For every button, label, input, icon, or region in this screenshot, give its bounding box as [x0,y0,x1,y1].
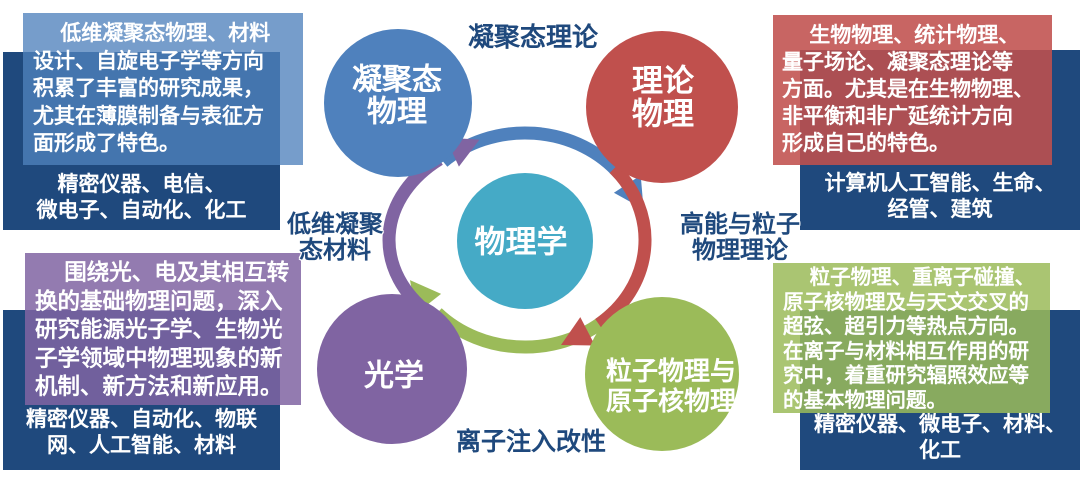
paragraph-line: 换的基础物理问题，深入 [35,288,283,314]
ring-label-line: 高能与粒子 [680,211,800,238]
fields-line: 计算机人工智能、生命、 [824,172,1056,195]
node-theoretical-physics-circle [586,31,738,183]
paragraph-line: 子学领域中物理现象的新 [35,345,283,371]
center-physics-label: 物理学 [475,225,568,260]
paragraph-line: 生物物理、统计物理、 [809,24,1020,47]
fields-line: 精密仪器、电信、 [57,173,226,196]
paragraph-line: 量子场论、凝聚态理论等 [782,51,1013,74]
paragraph-line: 围绕光、电及其相互转 [64,260,290,285]
fields-line: 微电子、自动化、化工 [36,199,247,222]
node-condensed-matter-physics-circle [324,29,472,177]
paragraph-line: 低维凝聚态物理、材料 [60,22,271,45]
paragraph-line: 超弦、超引力等热点方向。 [783,315,1029,338]
panel-theoretical-fields: 计算机人工智能、生命、 经管、建筑 [800,171,1080,230]
paragraph-line: 方面。尤其是在生物物理、 [782,78,1034,101]
center-physics-circle [457,173,593,309]
ring-label-ion-implantation: 离子注入改性 [455,428,606,456]
fields-line: 经管、建筑 [887,198,993,221]
ring-label-line: 物理理论 [692,237,788,264]
flow-arrow-optics-to-condensed [382,153,443,319]
node-particle-nuclear-physics-circle [585,297,739,451]
paragraph-line: 究中，着重研究辐照效应等 [783,364,1029,387]
ring-label-line: 态材料 [299,237,371,264]
ring-label-line: 低维凝聚 [287,211,383,238]
paragraph-line: 机制、新方法和新应用。 [35,374,283,399]
paragraph-line: 的基本物理问题。 [783,388,947,412]
flow-arrow-theoretical-to-particle [595,163,652,330]
fields-line: 精密仪器、微电子、材料、 [814,413,1066,436]
node-theoretical-physics-label: 理论物理 [632,64,695,132]
panel-condensed-matter-description-box: 低维凝聚态物理、材料 设计、自旋电子学等方向 积累了丰富的研究成果， 尤其在薄膜… [23,13,303,165]
ring-label-low-dim-condensed-materials: 低维凝聚 态材料 [255,212,415,264]
panel-theoretical-paragraph: 生物物理、统计物理、 量子场论、凝聚态理论等 方面。尤其是在生物物理、 非平衡和… [773,15,1052,164]
fields-line: 化工 [919,439,961,462]
panel-optics-paragraph: 围绕光、电及其相互转 换的基础物理问题，深入 研究能源光子学、生物光 子学领域中… [25,253,301,408]
ring-label-condensed-theory: 凝聚态理论 [467,22,598,52]
paragraph-line: 在离子与材料相互作用的研 [783,339,1029,363]
node-optics-circle [317,294,467,444]
panel-condensed-matter-fields: 精密仪器、电信、 微电子、自动化、化工 [3,172,280,230]
paragraph-line: 研究能源光子学、生物光 [35,317,283,342]
flow-arrow-theoretical-to-particle-head [561,317,595,346]
paragraph-line: 形成自己的特色。 [782,132,950,155]
node-particle-nuclear-physics-label: 粒子物理与原子核物理 [606,356,736,416]
paragraph-line: 尤其在薄膜制备与表征方 [33,104,264,128]
panel-particle-paragraph: 粒子物理、重离子碰撞、 原子核物理及与天文交叉的 超弦、超引力等热点方向。 在离… [773,263,1050,416]
paragraph-line: 设计、自旋电子学等方向 [33,49,264,73]
panel-condensed-matter-paragraph: 低维凝聚态物理、材料 设计、自旋电子学等方向 积累了丰富的研究成果， 尤其在薄膜… [23,13,303,165]
paragraph-line: 积累了丰富的研究成果， [33,77,264,100]
paragraph-line: 非平衡和非广延统计方向 [782,105,1013,128]
paragraph-line: 原子核物理及与天文交叉的 [783,290,1029,314]
node-optics-label: 光学 [364,359,424,393]
panel-optics-description-box: 围绕光、电及其相互转 换的基础物理问题，深入 研究能源光子学、生物光 子学领域中… [25,253,301,405]
panel-particle-description-box: 粒子物理、重离子碰撞、 原子核物理及与天文交叉的 超弦、超引力等热点方向。 在离… [773,263,1050,413]
fields-line: 网、人工智能、材料 [47,434,236,457]
flow-arrow-particle-to-optics [432,306,619,354]
panel-optics-fields: 精密仪器、自动化、物联 网、人工智能、材料 [3,407,280,470]
panel-particle-fields: 精密仪器、微电子、材料、 化工 [800,412,1080,470]
ring-label-high-energy-particle-theory: 高能与粒子 物理理论 [660,212,820,264]
node-condensed-matter-physics-label: 凝聚态物理 [352,64,442,129]
paragraph-line: 面形成了特色。 [33,132,180,155]
paragraph-line: 粒子物理、重离子碰撞、 [809,266,1036,289]
panel-theoretical-description-box: 生物物理、统计物理、 量子场论、凝聚态理论等 方面。尤其是在生物物理、 非平衡和… [773,15,1052,165]
fields-line: 精密仪器、自动化、物联 [26,408,257,431]
